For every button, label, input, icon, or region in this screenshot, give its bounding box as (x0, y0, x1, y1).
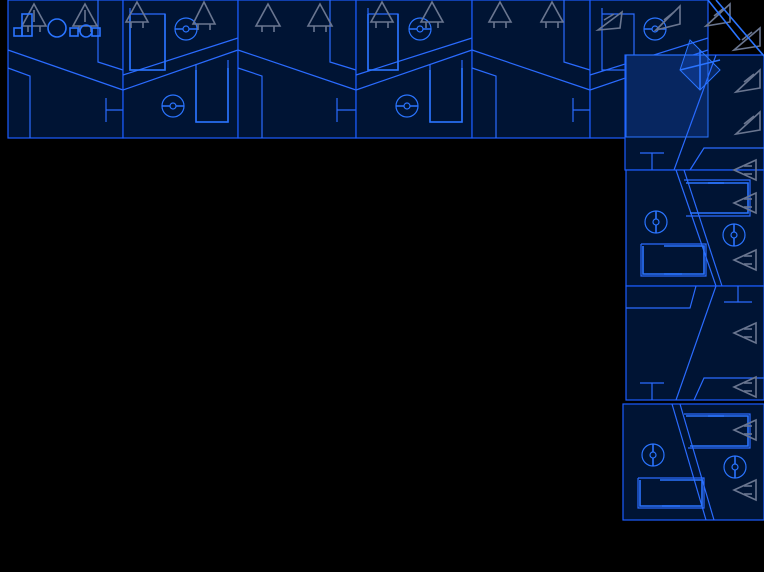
top-left-icons (13, 13, 101, 38)
tesla-turret-icon[interactable] (539, 0, 565, 28)
room-1[interactable] (7, 0, 124, 139)
power-node-icon[interactable] (723, 455, 747, 479)
tesla-turret-icon[interactable] (306, 2, 334, 32)
tesla-turret-icon[interactable] (733, 68, 761, 94)
tesla-turret-icon[interactable] (595, 10, 624, 32)
turrets-top (20, 0, 565, 32)
top-circuits (129, 14, 463, 123)
power-nodes-right (641, 210, 747, 479)
tesla-turret-icon[interactable] (20, 2, 48, 32)
power-node-icon[interactable] (644, 210, 668, 234)
turrets-right (595, 2, 761, 502)
tesla-turret-icon[interactable] (732, 478, 757, 502)
room-5[interactable] (471, 0, 591, 139)
tesla-turret-icon[interactable] (732, 248, 757, 272)
placement-preview[interactable] (625, 0, 764, 138)
tesla-turret-icon[interactable] (732, 321, 757, 345)
tesla-turret-icon[interactable] (487, 0, 513, 28)
tesla-turret-icon[interactable] (419, 0, 445, 28)
room-9[interactable] (625, 285, 764, 401)
tesla-turret-icon[interactable] (191, 0, 217, 30)
room-3[interactable] (237, 0, 357, 139)
power-node-icon[interactable] (395, 94, 419, 118)
right-circuits (639, 182, 749, 507)
tesla-turret-icon[interactable] (124, 0, 150, 28)
power-node-icon[interactable] (722, 223, 746, 247)
tesla-turret-icon[interactable] (732, 418, 757, 442)
tesla-turret-icon[interactable] (653, 4, 681, 32)
tesla-turret-icon[interactable] (254, 2, 282, 32)
tesla-turret-icon[interactable] (732, 375, 757, 399)
tesla-turret-icon[interactable] (732, 191, 757, 215)
power-node-icon[interactable] (161, 94, 185, 118)
power-node-icon[interactable] (641, 443, 665, 467)
power-node-icon[interactable] (174, 17, 198, 41)
tesla-turret-icon[interactable] (369, 0, 395, 28)
tesla-turret-icon[interactable] (732, 158, 757, 182)
tesla-turret-icon[interactable] (703, 2, 731, 28)
top-room-row (7, 0, 709, 139)
tesla-turret-icon[interactable] (733, 110, 761, 136)
